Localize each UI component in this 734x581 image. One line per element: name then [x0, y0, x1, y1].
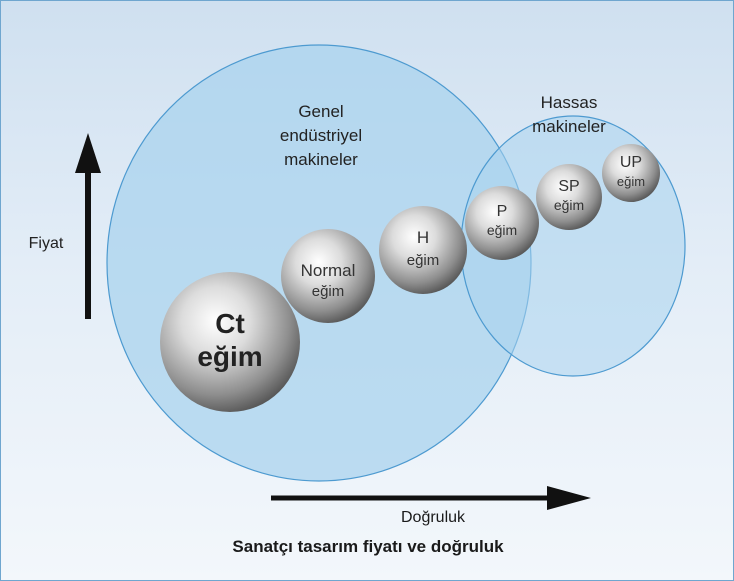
ball-up: UP eğim — [602, 144, 660, 202]
svg-text:SP: SP — [558, 178, 579, 195]
svg-text:makineler: makineler — [284, 150, 358, 169]
svg-text:P: P — [497, 203, 508, 220]
svg-text:eğim: eğim — [312, 283, 345, 300]
svg-text:Genel: Genel — [298, 102, 343, 121]
svg-text:eğim: eğim — [197, 341, 262, 372]
svg-text:Normal: Normal — [301, 261, 356, 280]
svg-text:eğim: eğim — [554, 197, 584, 213]
ball-h: H eğim — [379, 206, 467, 294]
accuracy-axis-label: Doğruluk — [400, 509, 466, 526]
svg-text:Ct: Ct — [215, 308, 245, 339]
ball-normal: Normal eğim — [281, 229, 375, 323]
precision-machines-label: Hassas makineler — [532, 93, 606, 136]
price-axis-label: Fiyat — [29, 235, 64, 252]
svg-text:UP: UP — [620, 154, 642, 171]
svg-text:Hassas: Hassas — [541, 93, 598, 112]
svg-text:endüstriyel: endüstriyel — [280, 126, 362, 145]
ball-p: P eğim — [465, 186, 539, 260]
svg-text:eğim: eğim — [487, 222, 517, 238]
svg-text:eğim: eğim — [617, 174, 645, 189]
svg-text:makineler: makineler — [532, 117, 606, 136]
general-machines-label: Genel endüstriyel makineler — [280, 102, 362, 169]
accuracy-axis-arrow — [271, 486, 591, 510]
price-axis-arrow — [75, 133, 101, 319]
ball-ct: Ct eğim — [160, 272, 300, 412]
figure-caption: Sanatçı tasarım fiyatı ve doğruluk — [232, 537, 504, 556]
svg-text:H: H — [417, 228, 429, 247]
svg-text:eğim: eğim — [407, 252, 440, 269]
ball-sp: SP eğim — [536, 164, 602, 230]
